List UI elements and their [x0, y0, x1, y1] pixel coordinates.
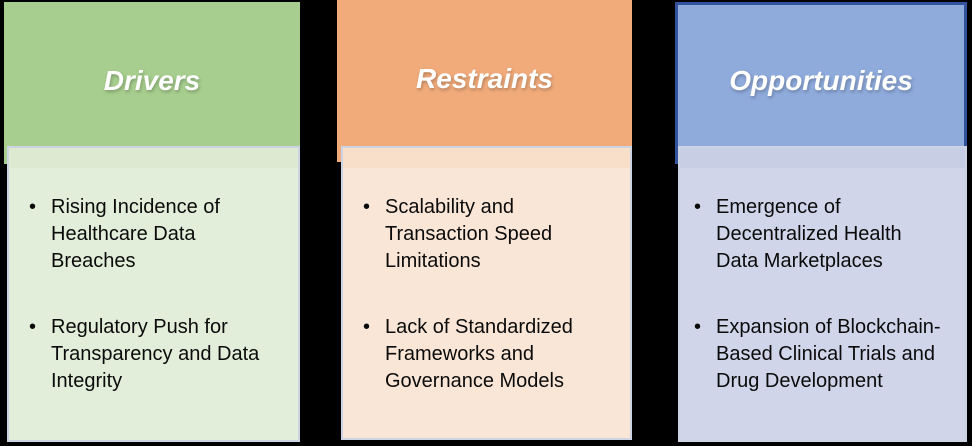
list-item: • Rising Incidence of Healthcare Data Br… [29, 194, 268, 275]
restraints-item-1: Scalability and Transaction Speed Limita… [385, 196, 553, 272]
restraints-bullet-list: • Scalability and Transaction Speed Limi… [343, 168, 630, 395]
list-item: • Regulatory Push for Transparency and D… [29, 314, 268, 395]
column-restraints: Restraints • Scalability and Transaction… [337, 0, 632, 440]
restraints-item-2: Lack of Standardized Frameworks and Gove… [385, 316, 573, 392]
opportunities-body-panel: • Emergence of Decentralized Health Data… [678, 146, 967, 442]
column-drivers: Drivers • Rising Incidence of Healthcare… [4, 2, 300, 442]
drivers-bullet-list: • Rising Incidence of Healthcare Data Br… [9, 168, 298, 395]
drivers-panel-top-band [9, 148, 298, 168]
restraints-header-rect [337, 0, 632, 162]
opportunities-bullet-list: • Emergence of Decentralized Health Data… [680, 168, 965, 395]
bullet-icon: • [363, 316, 371, 338]
list-item: • Lack of Standardized Frameworks and Go… [363, 314, 600, 395]
drivers-header-rect [4, 2, 300, 164]
drivers-body-panel: • Rising Incidence of Healthcare Data Br… [7, 146, 300, 442]
restraints-title: Restraints [416, 63, 553, 94]
restraints-header: Restraints [337, 0, 632, 146]
opportunities-panel-top-band [680, 148, 965, 168]
bullet-icon: • [363, 196, 371, 218]
list-item: • Emergence of Decentralized Health Data… [694, 194, 945, 275]
drivers-item-2: Regulatory Push for Transparency and Dat… [51, 316, 260, 392]
drivers-header: Drivers [4, 2, 300, 148]
bullet-icon: • [694, 196, 702, 218]
opportunities-title: Opportunities [729, 65, 913, 96]
restraints-body-panel: • Scalability and Transaction Speed Limi… [341, 146, 632, 440]
list-item: • Scalability and Transaction Speed Limi… [363, 194, 600, 275]
bullet-icon: • [29, 196, 37, 218]
opportunities-item-2: Expansion of Blockchain-Based Clinical T… [716, 316, 941, 392]
bullet-icon: • [29, 316, 37, 338]
drivers-title: Drivers [103, 65, 201, 96]
column-opportunities: Opportunities • Emergence of Decentraliz… [675, 2, 967, 442]
opportunities-item-1: Emergence of Decentralized Health Data M… [716, 196, 902, 272]
opportunities-header: Opportunities [675, 2, 967, 148]
list-item: • Expansion of Blockchain-Based Clinical… [694, 314, 945, 395]
bullet-icon: • [694, 316, 702, 338]
restraints-panel-top-band [343, 148, 630, 168]
drivers-item-1: Rising Incidence of Healthcare Data Brea… [51, 196, 220, 272]
